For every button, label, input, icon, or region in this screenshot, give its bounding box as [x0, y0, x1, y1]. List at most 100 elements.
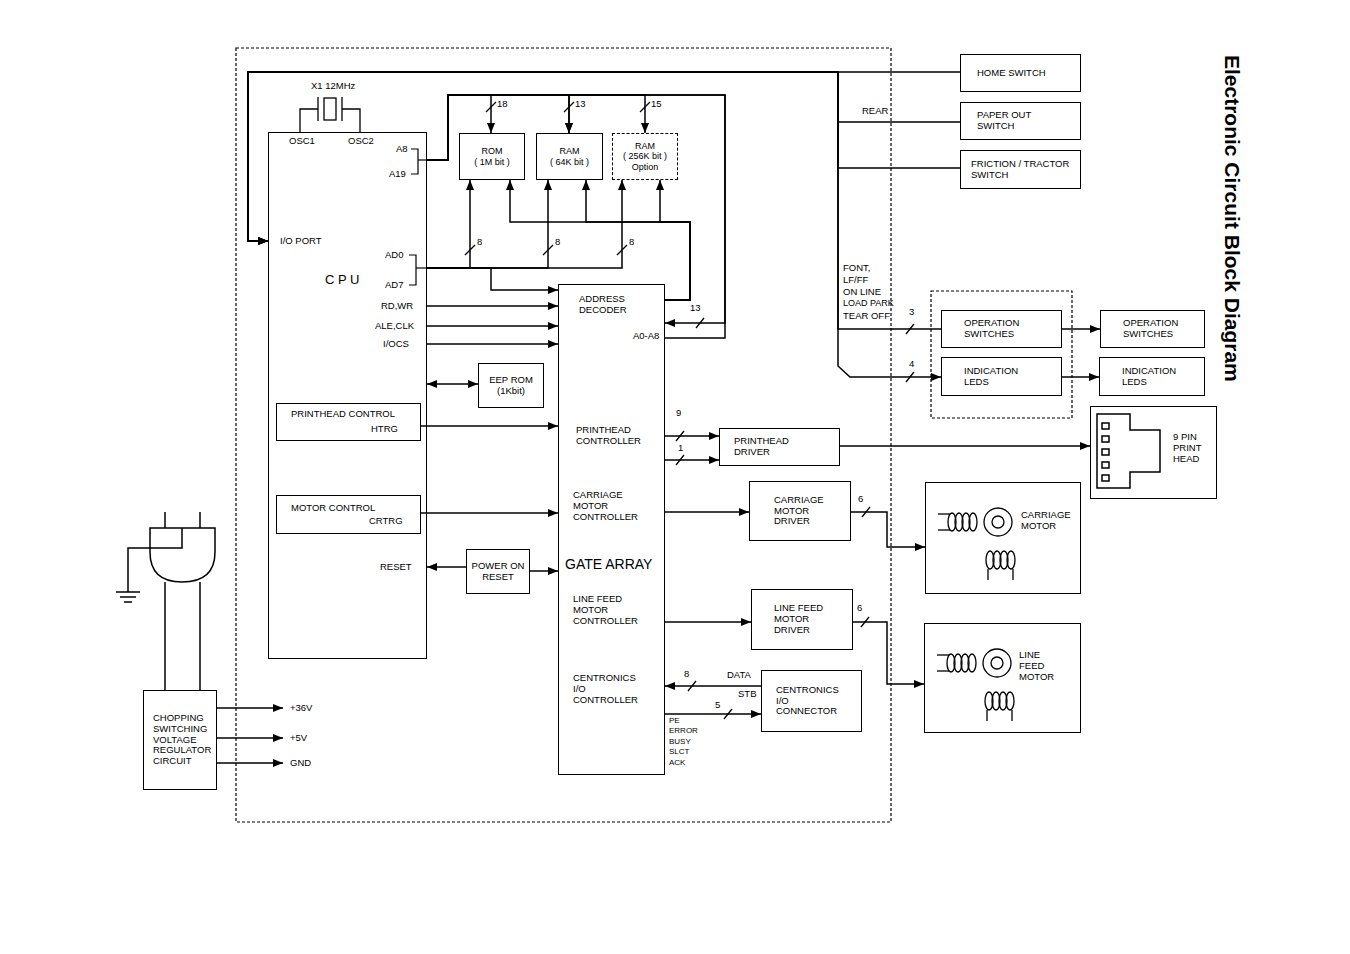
bus-width-label: 4 — [909, 359, 914, 369]
connector — [853, 622, 924, 684]
bus-width-label: 6 — [857, 603, 862, 613]
power-plug — [164, 582, 166, 690]
bus-width-label: 5 — [715, 700, 720, 710]
node-text: RAM — [635, 141, 655, 151]
node-text: LINE FEED MOTOR CONTROLLER — [573, 594, 643, 627]
connector-box: CENTRONICS I/O CONNECTOR — [761, 670, 862, 732]
reset-circuit: POWER ON RESET — [466, 549, 530, 594]
panel-box: OPERATION SWITCHES — [941, 310, 1062, 348]
connector — [421, 512, 558, 514]
node-text: MOTOR CONTROL — [291, 503, 375, 514]
motor-box: LINE FEED MOTOR — [924, 623, 1081, 733]
signal-label: X1 12MHz — [311, 81, 355, 91]
signal-label: A19 — [389, 169, 406, 179]
node-text: LINE FEED MOTOR DRIVER — [774, 603, 830, 636]
power-plug — [116, 512, 215, 690]
bus-width-label: 18 — [497, 99, 508, 109]
signal-label: I/OCS — [383, 339, 409, 349]
signal-label: RESET — [380, 562, 412, 572]
node-text: CHOPPING SWITCHING VOLTAGE REGULATOR CIR… — [153, 713, 211, 768]
print-head-symbol — [1102, 475, 1109, 481]
memory-chip: ROM( 1M bit ) — [459, 133, 525, 180]
power-output-arrow — [217, 737, 283, 739]
signal-label: AD7 — [385, 280, 403, 290]
print-head-symbol — [1102, 449, 1109, 455]
signal-label: PE — [669, 717, 680, 726]
connector — [569, 95, 725, 338]
bus-width-label: 13 — [690, 303, 701, 313]
motor-symbol — [938, 513, 950, 514]
bus-width-label: 8 — [629, 237, 634, 247]
print-head-symbol — [1102, 423, 1109, 429]
signal-label: +36V — [290, 703, 312, 713]
print-head-symbol — [1097, 414, 1160, 488]
bus-width-label: REAR — [862, 106, 888, 116]
signal-label: RD,WR — [381, 301, 413, 311]
power-supply-box: CHOPPING SWITCHING VOLTAGE REGULATOR CIR… — [143, 690, 217, 790]
bus-width-label: 1 — [678, 443, 683, 453]
node-text: RAM — [560, 146, 580, 156]
connector — [665, 459, 719, 461]
node-text: 9 PIN PRINT HEAD — [1173, 432, 1215, 465]
memory-chip: RAM( 64K bit ) — [536, 133, 603, 180]
node-text: CENTRONICS I/O CONNECTOR — [776, 685, 847, 718]
signal-label: DATA — [727, 670, 751, 680]
connector — [530, 570, 558, 572]
node-text: POWER ON RESET — [471, 561, 525, 583]
connector — [665, 511, 749, 513]
connector — [427, 180, 470, 268]
bus-bracket — [418, 159, 427, 160]
node-text: Option — [632, 162, 659, 172]
connector — [851, 512, 925, 547]
switch-box: FRICTION / TRACTOR SWITCH — [960, 150, 1081, 189]
connector — [248, 72, 960, 241]
node-text: ( 64K bit ) — [550, 157, 589, 167]
bus-width-tick — [465, 102, 914, 719]
node-text: INDICATION LEDS — [1122, 366, 1182, 388]
signal-label: FONT, — [843, 263, 870, 273]
connector — [427, 180, 622, 268]
connector — [427, 325, 558, 327]
signal-label: AD0 — [385, 250, 403, 260]
node-text: CARRIAGE MOTOR DRIVER — [774, 495, 826, 528]
connector — [427, 268, 558, 290]
print-head-symbol — [1102, 436, 1109, 442]
node-text: C P U — [325, 273, 359, 288]
bus-width-label: 8 — [684, 669, 689, 679]
bus-width-label: 8 — [477, 237, 482, 247]
power-output-arrow — [217, 707, 283, 709]
cpu-chip: C P UPRINTHEAD CONTROLHTRGMOTOR CONTROLC… — [268, 132, 427, 659]
connector — [427, 95, 725, 323]
node-text: ADDRESS DECODER — [579, 294, 659, 316]
connector — [665, 621, 751, 623]
power-plug — [128, 528, 182, 592]
motor-symbol — [992, 516, 1004, 528]
power-plug — [120, 596, 136, 598]
connector — [427, 180, 548, 268]
power-plug — [124, 601, 132, 603]
bus-width-label: 9 — [676, 408, 681, 418]
connector — [427, 343, 558, 345]
motor-symbol — [938, 529, 950, 530]
control-block: MOTOR CONTROLCRTRG — [276, 495, 421, 534]
signal-label: LF/FF — [843, 275, 868, 285]
connector — [427, 383, 478, 385]
power-plug — [199, 512, 201, 528]
power-plug — [164, 512, 166, 528]
node-text: CARRIAGE MOTOR CONTROLLER — [573, 490, 643, 523]
signal-label: ALE,CLK — [375, 321, 414, 331]
node-text: ( 256K bit ) — [623, 151, 667, 161]
bus-width-label: 3 — [909, 307, 914, 317]
motor-symbol — [937, 649, 1014, 721]
node-text: (1Kbit) — [497, 386, 525, 397]
signal-label: TEAR OFF — [843, 311, 890, 321]
signal-label: I/O PORT — [280, 236, 322, 246]
motor-symbol — [969, 513, 977, 531]
node-text: LINE FEED MOTOR — [1019, 650, 1061, 683]
node-text: INDICATION LEDS — [964, 366, 1028, 388]
switch-box: PAPER OUT SWITCH — [960, 102, 1081, 140]
memory-chip: RAM( 256K bit )Option — [612, 133, 678, 180]
driver-box: PRINTHEAD DRIVER — [719, 428, 840, 466]
panel-box: OPERATION SWITCHES — [1100, 310, 1205, 348]
